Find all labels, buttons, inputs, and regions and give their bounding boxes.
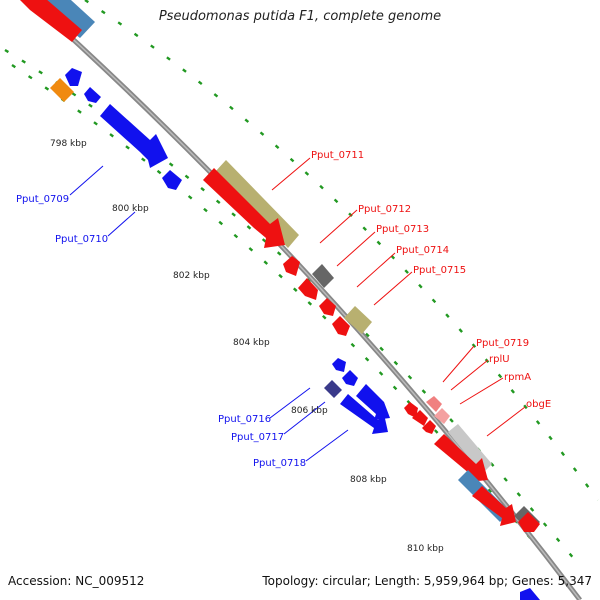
- outer-dotted-ring-3: [84, 0, 599, 501]
- leader-pput-0714: [356, 252, 396, 288]
- label-pput-0715[interactable]: Pput_0715: [413, 265, 466, 276]
- leader-pput-0713: [336, 231, 376, 267]
- label-obge[interactable]: obgE: [526, 399, 551, 410]
- gene-red-lower-b: [518, 512, 540, 532]
- gene-pput-0716: [342, 370, 358, 386]
- accession-text: Accession: NC_009512: [8, 574, 145, 588]
- gene-pput-0712: [283, 256, 300, 276]
- leader-pput-0716: [269, 387, 311, 419]
- leader-pput-0718: [305, 429, 349, 462]
- gene-top-red: [20, 0, 82, 42]
- gene-pput-0717: [324, 380, 342, 398]
- gene-blue-bottom: [520, 588, 540, 600]
- gene-red-lower: [472, 486, 516, 526]
- gene-pput-0715b: [332, 316, 350, 336]
- tick-804: 804 kbp: [233, 338, 270, 348]
- leader-pput-0715: [373, 271, 413, 306]
- gene-pput-0711: [215, 160, 299, 248]
- label-pput-0711[interactable]: Pput_0711: [311, 150, 364, 161]
- leader-lines: [69, 157, 526, 462]
- gene-rplu-b: [412, 410, 428, 426]
- label-rpma[interactable]: rpmA: [504, 372, 531, 383]
- gene-orange: [50, 78, 74, 102]
- label-pput-0719[interactable]: Pput_0719: [476, 338, 529, 349]
- tick-labels: 798 kbp 800 kbp 802 kbp 804 kbp 806 kbp …: [50, 139, 444, 554]
- gene-labels-blue: Pput_0709 Pput_0710 Pput_0716 Pput_0717 …: [16, 194, 306, 469]
- gene-blue-small-2: [84, 87, 101, 103]
- label-pput-0712[interactable]: Pput_0712: [358, 204, 411, 215]
- gene-red-0711: [203, 168, 285, 248]
- label-pput-0717[interactable]: Pput_0717: [231, 432, 284, 443]
- leader-pput-0709: [69, 165, 104, 196]
- gene-block-upper-left: [50, 68, 182, 190]
- leader-rpma: [459, 377, 504, 405]
- gene-pput-0709: [100, 104, 168, 168]
- leader-obge: [486, 406, 526, 437]
- label-rplu[interactable]: rplU: [489, 354, 510, 365]
- leader-rplu: [450, 359, 489, 391]
- tick-810: 810 kbp: [407, 544, 444, 554]
- leader-pput-0711: [271, 157, 311, 191]
- gene-pput-0719: [404, 402, 418, 418]
- gene-block-middle: [324, 358, 390, 434]
- gene-pput-0714: [298, 278, 318, 300]
- leader-pput-0717: [283, 401, 326, 435]
- gene-pput-0714b: [319, 298, 336, 316]
- leader-pput-0719: [442, 345, 475, 383]
- tick-800: 800 kbp: [112, 204, 149, 214]
- gene-blue-small-1: [65, 68, 82, 86]
- gene-pput-0716-a: [332, 358, 346, 372]
- gene-block-lower-right: [404, 396, 540, 600]
- gene-pput-0710: [162, 170, 182, 190]
- label-pput-0714[interactable]: Pput_0714: [396, 245, 449, 256]
- label-pput-0718[interactable]: Pput_0718: [253, 458, 306, 469]
- gene-rpma-b: [422, 420, 436, 434]
- gene-obge-red: [434, 434, 488, 482]
- genome-summary-text: Topology: circular; Length: 5,959,964 bp…: [262, 574, 592, 588]
- label-pput-0710[interactable]: Pput_0710: [55, 234, 108, 245]
- genome-title: Pseudomonas putida F1, complete genome: [158, 9, 442, 24]
- tick-798: 798 kbp: [50, 139, 87, 149]
- gene-labels-red: Pput_0711 Pput_0712 Pput_0713 Pput_0714 …: [311, 150, 551, 410]
- tick-808: 808 kbp: [350, 475, 387, 485]
- gene-pput-0718: [340, 394, 388, 434]
- gene-block-top: [20, 0, 95, 42]
- gene-pput-0718b: [356, 384, 390, 420]
- label-pput-0716[interactable]: Pput_0716: [218, 414, 271, 425]
- gene-block-0711: [203, 160, 372, 336]
- outer-dotted-ring-2: [11, 63, 566, 581]
- gene-pput-0713: [312, 264, 334, 288]
- label-pput-0709[interactable]: Pput_0709: [16, 194, 69, 205]
- gene-rpma: [434, 408, 450, 424]
- leader-pput-0710: [107, 211, 136, 237]
- leader-pput-0712: [319, 209, 358, 244]
- tick-806: 806 kbp: [291, 406, 328, 416]
- genome-backbone: [28, 0, 582, 600]
- gene-rplu: [426, 396, 442, 412]
- tick-802: 802 kbp: [173, 271, 210, 281]
- gene-pput-0715: [344, 306, 372, 334]
- label-pput-0713[interactable]: Pput_0713: [376, 224, 429, 235]
